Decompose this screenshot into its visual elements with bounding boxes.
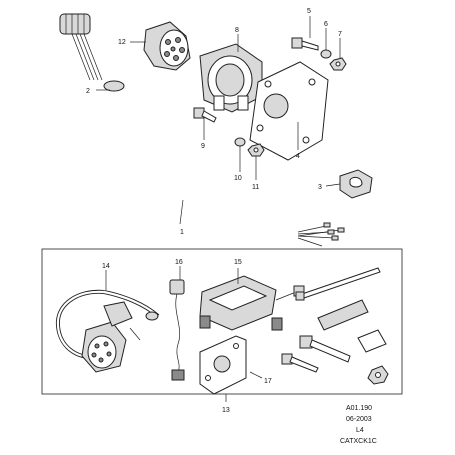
callout-13: 13	[222, 407, 230, 414]
callout-2: 2	[86, 88, 90, 95]
nut	[247, 143, 265, 157]
bolt-long	[299, 335, 351, 363]
callout-6: 6	[324, 21, 328, 28]
control-module	[199, 275, 305, 331]
adhesive-pad	[317, 299, 369, 331]
bolt-short	[281, 353, 319, 373]
callout-5: 5	[307, 8, 311, 15]
callout-10: 10	[234, 175, 242, 182]
callout-15: 15	[234, 259, 242, 266]
washer	[320, 49, 332, 59]
diagram-variant: L4	[356, 427, 364, 434]
diagram-reference: A01.190	[346, 405, 372, 412]
socket-housing	[199, 43, 263, 113]
relay-lead	[169, 279, 185, 381]
adhesive-square	[357, 329, 387, 353]
callout-16: 16	[175, 259, 183, 266]
cable-clip	[339, 169, 373, 199]
nut	[329, 57, 347, 71]
callout-3: 3	[318, 184, 322, 191]
washer	[234, 137, 246, 147]
callout-14: 14	[102, 263, 110, 270]
screw	[193, 107, 217, 123]
screw	[291, 37, 319, 51]
nut	[367, 365, 389, 385]
cable-tie	[295, 267, 381, 301]
callout-9: 9	[201, 143, 205, 150]
callout-7: 7	[338, 31, 342, 38]
wiring-harness	[59, 13, 345, 247]
callout-8: 8	[235, 27, 239, 34]
diagram-date: 06-2003	[346, 416, 372, 423]
harness-with-socket	[55, 289, 160, 373]
callout-11: 11	[252, 184, 259, 191]
mounting-plate	[249, 61, 329, 161]
mounting-bracket	[199, 335, 247, 395]
callout-17: 17	[264, 378, 272, 385]
diagram-code: CATXCK1C	[340, 438, 377, 445]
callout-12: 12	[118, 39, 126, 46]
kit-frame	[41, 248, 403, 395]
callout-4: 4	[296, 153, 300, 160]
callout-1: 1	[180, 229, 184, 236]
socket-insert	[143, 21, 191, 71]
